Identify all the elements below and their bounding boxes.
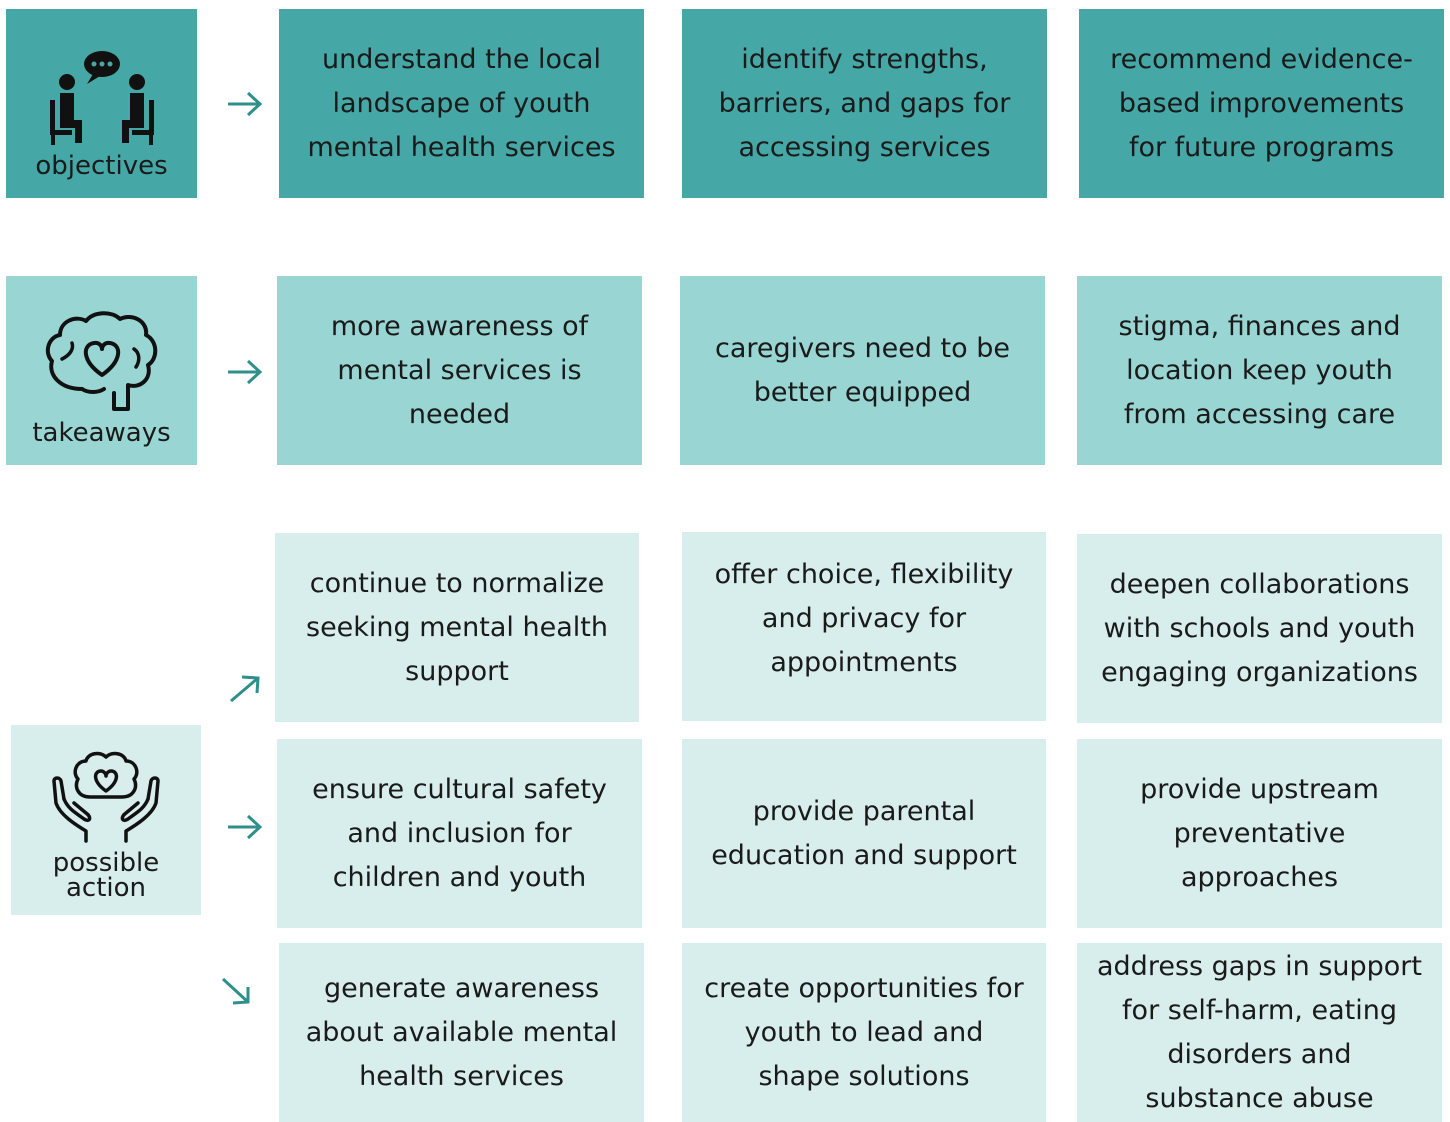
takeaways-label: takeaways (32, 418, 171, 448)
objective-box: recommend evidence-based improvements fo… (1079, 9, 1444, 198)
action-box: create opportunities for youth to lead a… (682, 943, 1046, 1122)
hands-brain-icon (52, 751, 160, 843)
objective-text: understand the local landscape of youth … (307, 43, 616, 163)
action-box: address gaps in support for self-harm, e… (1077, 943, 1442, 1122)
possible-action-label-line2: action (65, 873, 147, 903)
action-box: offer choice, flexibility and privacy fo… (682, 532, 1046, 721)
action-text: address gaps in support for self-harm, e… (1097, 950, 1422, 1114)
takeaways-label-box: takeaways (6, 276, 197, 465)
action-text: generate awareness about available menta… (305, 972, 618, 1092)
action-text: provide upstream preventative approaches (1140, 773, 1379, 893)
takeaway-text: stigma, finances and location keep youth… (1118, 310, 1401, 430)
action-box: provide upstream preventative approaches (1077, 739, 1442, 928)
arrow-right-icon (228, 359, 263, 385)
action-box: generate awareness about available menta… (279, 943, 644, 1122)
action-text: provide parental education and support (711, 795, 1017, 871)
takeaway-text: more awareness of mental services is nee… (330, 310, 589, 430)
action-text: ensure cultural safety and inclusion for… (312, 773, 607, 893)
possible-action-label-box: possible action (11, 725, 201, 915)
arrow-up-right-icon (230, 675, 260, 703)
action-text: continue to normalize seeking mental hea… (306, 567, 608, 687)
objective-box: understand the local landscape of youth … (279, 9, 644, 198)
brain-heart-icon (45, 311, 157, 411)
takeaway-box: stigma, finances and location keep youth… (1077, 276, 1442, 465)
conversation-icon (49, 51, 154, 145)
takeaway-text: caregivers need to be better equipped (715, 332, 1010, 408)
possible-action-label-line1: possible (52, 848, 160, 878)
action-text: deepen collaborations with schools and y… (1101, 568, 1418, 688)
arrow-right-icon (228, 814, 263, 840)
objective-text: identify strengths, barriers, and gaps f… (718, 43, 1011, 163)
action-text: offer choice, flexibility and privacy fo… (714, 558, 1014, 678)
arrow-right-icon (228, 91, 263, 117)
action-box: provide parental education and support (682, 739, 1046, 928)
action-text: create opportunities for youth to lead a… (704, 972, 1024, 1092)
objectives-label: objectives (35, 151, 168, 181)
takeaway-box: more awareness of mental services is nee… (277, 276, 642, 465)
objective-box: identify strengths, barriers, and gaps f… (682, 9, 1047, 198)
objective-text: recommend evidence-based improvements fo… (1110, 43, 1413, 163)
action-box: continue to normalize seeking mental hea… (275, 533, 639, 722)
takeaway-box: caregivers need to be better equipped (680, 276, 1045, 465)
action-box: ensure cultural safety and inclusion for… (277, 739, 642, 928)
action-box: deepen collaborations with schools and y… (1077, 534, 1442, 723)
arrow-down-right-icon (221, 977, 250, 1005)
objectives-label-box: objectives (6, 9, 197, 198)
